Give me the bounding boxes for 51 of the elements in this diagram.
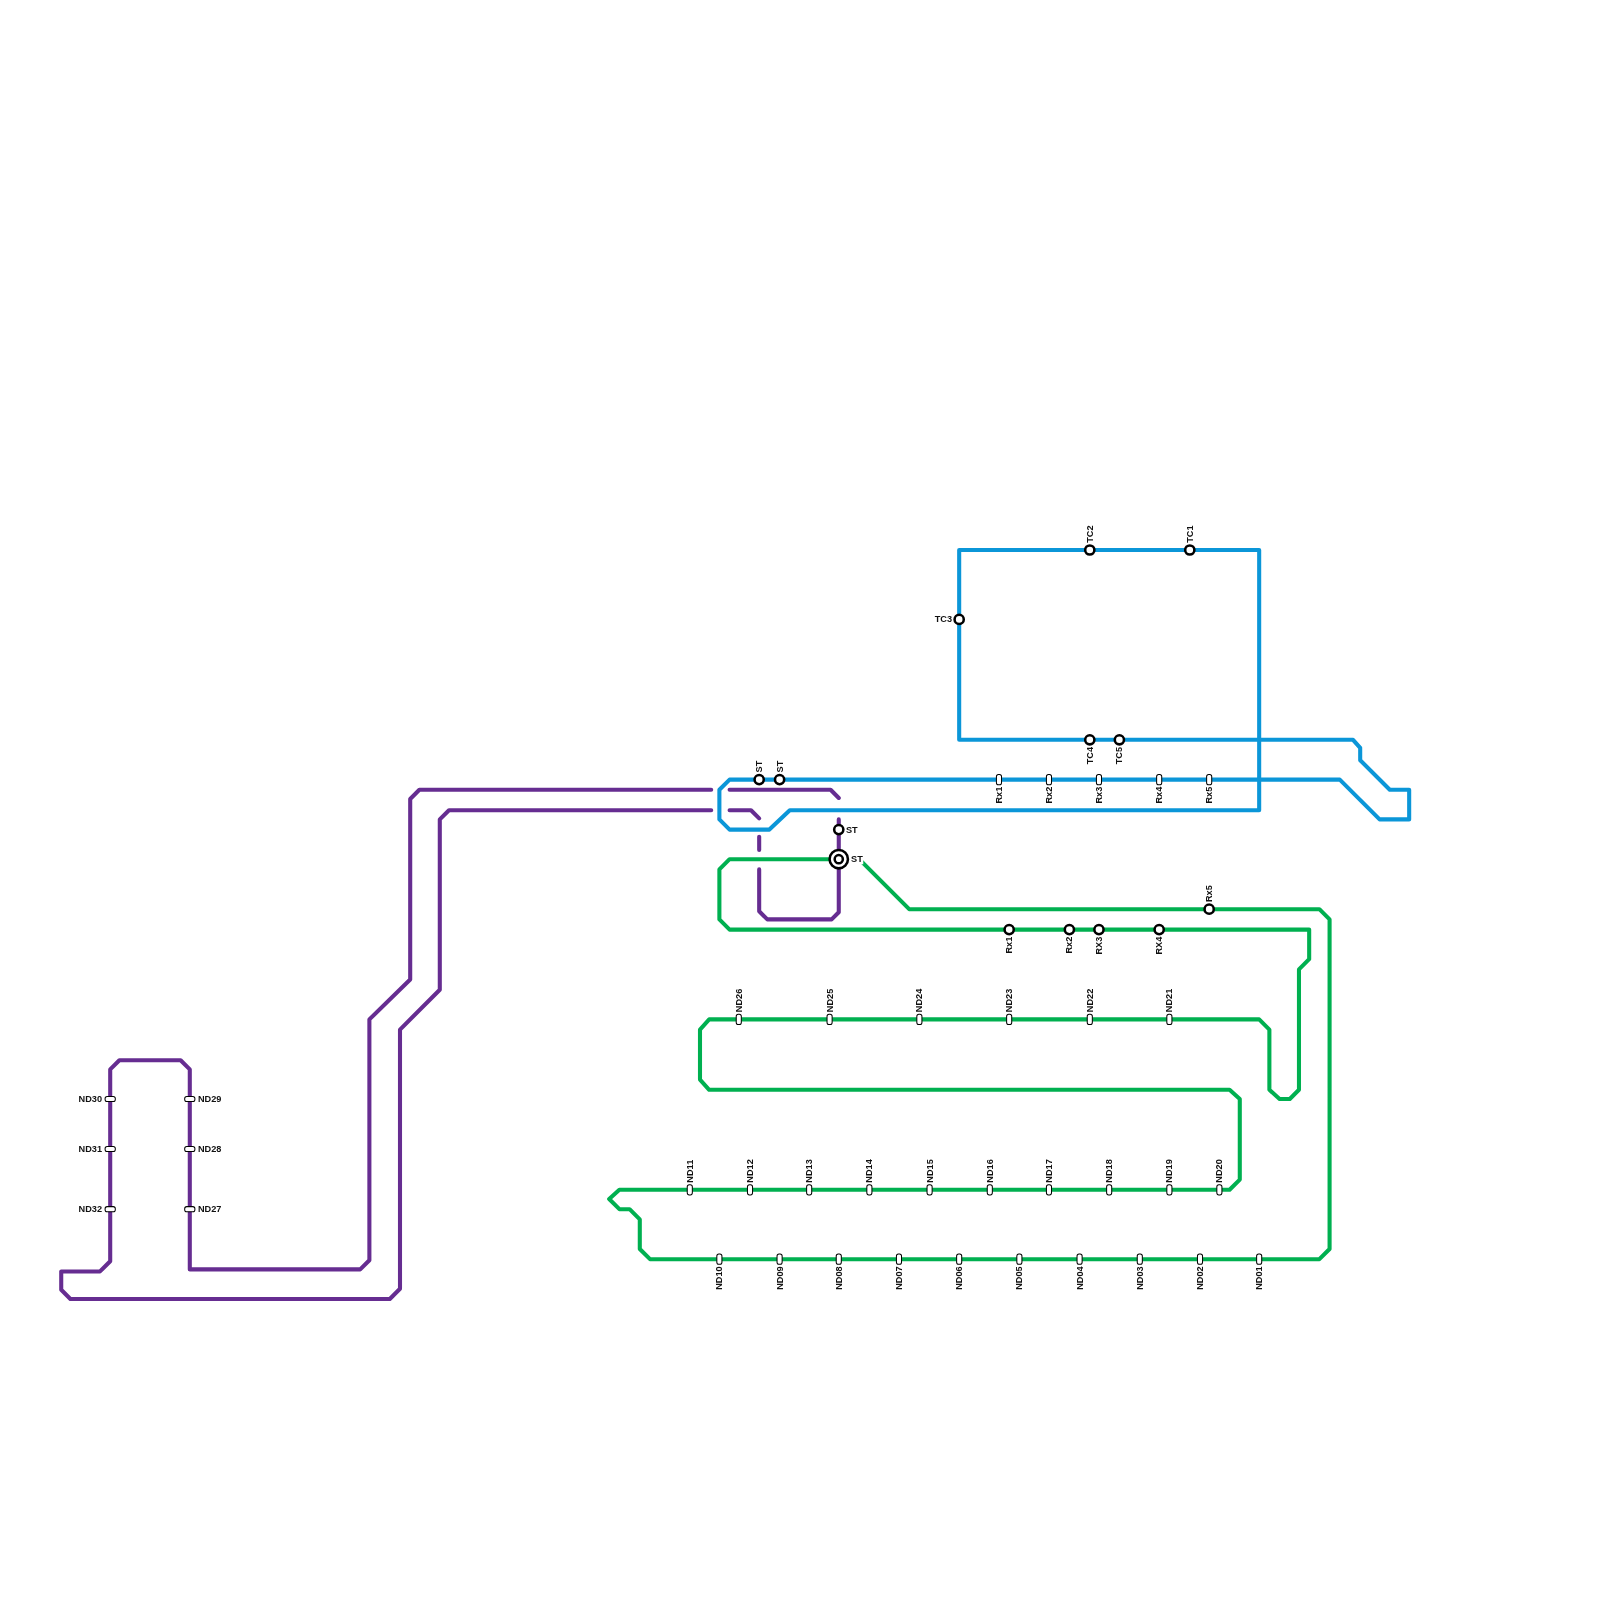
station-label: TC2 bbox=[1084, 525, 1095, 543]
station-label: ST bbox=[774, 760, 785, 773]
station-label: ND01 bbox=[1254, 1266, 1265, 1290]
station-label: ST bbox=[754, 760, 765, 773]
station-label: ND06 bbox=[954, 1266, 965, 1290]
station-label: ND27 bbox=[197, 1204, 222, 1215]
station-label: ND10 bbox=[714, 1266, 725, 1290]
station-label: RX4 bbox=[1154, 936, 1165, 955]
station-label: ND07 bbox=[893, 1266, 905, 1290]
station-label: TC1 bbox=[1184, 525, 1195, 543]
station-label: Rx1 bbox=[1004, 936, 1015, 954]
station-label: ND02 bbox=[1194, 1266, 1206, 1290]
station-label: ND04 bbox=[1074, 1266, 1085, 1290]
station-label: TC3 bbox=[934, 614, 953, 625]
station-label: RX3 bbox=[1093, 936, 1105, 955]
station-label: TC4 bbox=[1084, 746, 1095, 765]
station-label: ND09 bbox=[774, 1266, 785, 1290]
station-label: ST bbox=[851, 854, 863, 865]
station-label: ND19 bbox=[1164, 1159, 1175, 1183]
station-label: ND18 bbox=[1104, 1159, 1115, 1183]
station-label: ND26 bbox=[733, 988, 744, 1013]
station-label: ND25 bbox=[824, 988, 835, 1013]
station-label: ND11 bbox=[684, 1159, 695, 1183]
station-label: ND20 bbox=[1214, 1159, 1225, 1183]
station-label: ND22 bbox=[1084, 988, 1095, 1013]
station-label: ND13 bbox=[804, 1159, 815, 1183]
station-label: ND32 bbox=[78, 1204, 103, 1215]
station-label: Rx5 bbox=[1204, 885, 1215, 903]
station-label: ND31 bbox=[78, 1143, 103, 1155]
station-label: ND16 bbox=[984, 1159, 995, 1183]
station-label: ND03 bbox=[1134, 1266, 1145, 1290]
station-label: ND23 bbox=[1004, 988, 1015, 1013]
station-label: ND28 bbox=[197, 1143, 222, 1155]
station-label: ND05 bbox=[1014, 1266, 1025, 1290]
station-label: TC5 bbox=[1114, 746, 1125, 765]
station-label: ND12 bbox=[744, 1159, 756, 1183]
station-label: Rx2 bbox=[1043, 786, 1055, 804]
station-label: ND14 bbox=[864, 1159, 875, 1183]
station-label: ND24 bbox=[914, 988, 925, 1013]
station-label: Rx4 bbox=[1154, 786, 1165, 804]
station-label: ND15 bbox=[924, 1159, 935, 1183]
station-label: ND30 bbox=[78, 1093, 103, 1105]
station-label: ND29 bbox=[197, 1093, 222, 1105]
station-label: ND17 bbox=[1043, 1159, 1055, 1183]
station-label: Rx3 bbox=[1093, 786, 1105, 804]
station-label: Rx1 bbox=[993, 786, 1005, 804]
station-label: Rx2 bbox=[1064, 936, 1075, 954]
station-label: Rx5 bbox=[1204, 786, 1215, 804]
station-label: ST bbox=[845, 824, 858, 835]
station-label: ND08 bbox=[833, 1266, 844, 1290]
station-label: ND21 bbox=[1164, 988, 1175, 1013]
